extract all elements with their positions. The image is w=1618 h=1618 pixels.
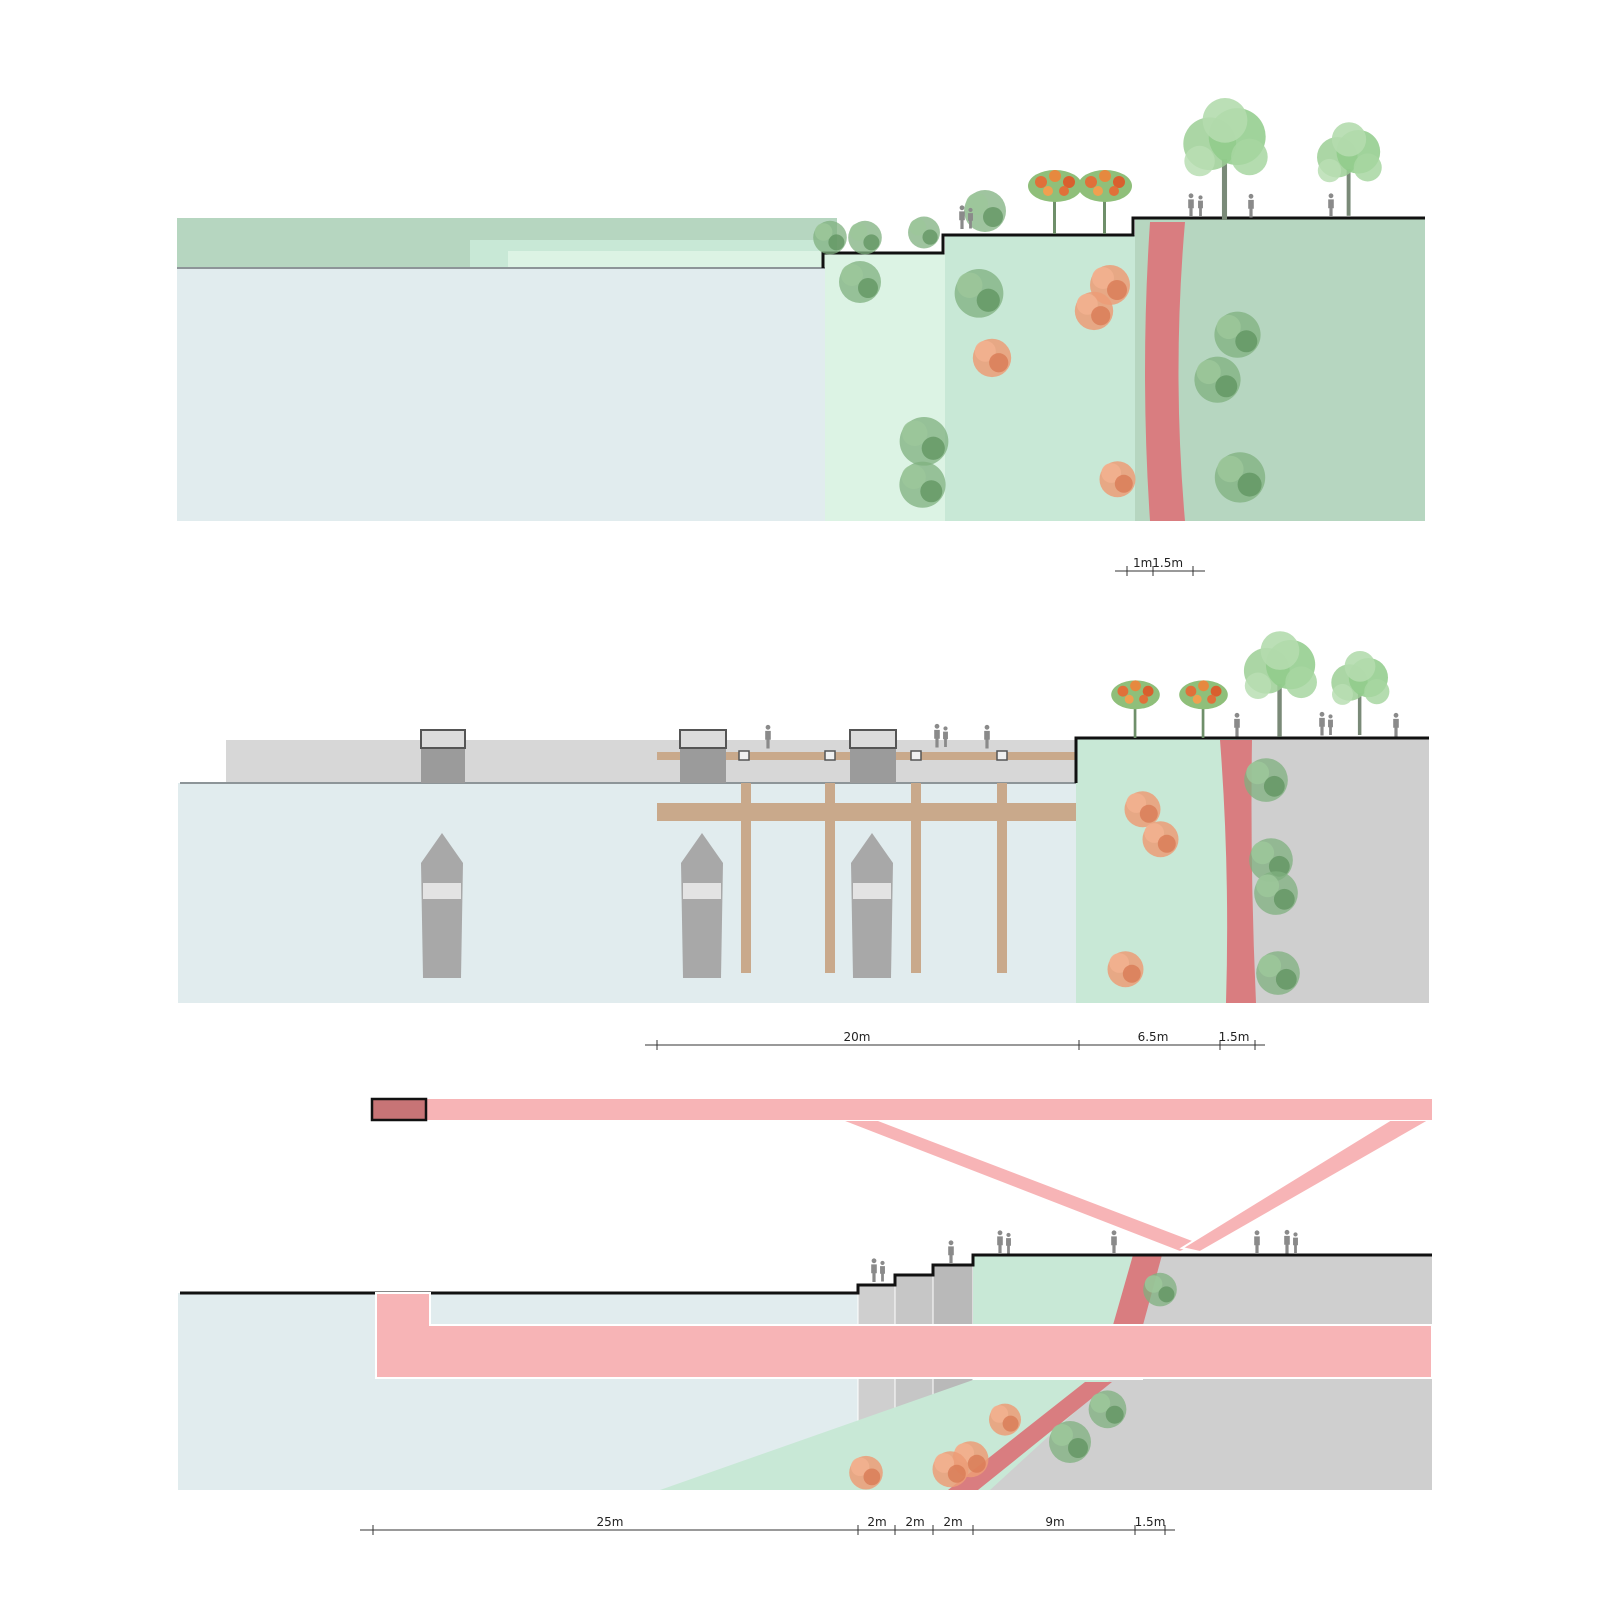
person-icon xyxy=(1248,193,1254,218)
dimension-label: 2m xyxy=(943,1515,962,1529)
dimension-label: 1.5m xyxy=(1219,1030,1250,1044)
section-1: 1m1.5m xyxy=(177,98,1425,576)
red-path xyxy=(1220,740,1256,1003)
green-bank-upper xyxy=(1135,218,1425,521)
dimension-label: 25m xyxy=(597,1515,624,1529)
shrub-icon xyxy=(1143,1272,1177,1307)
shrub-icon xyxy=(1088,1390,1127,1429)
shrub-icon xyxy=(848,220,882,255)
person-icon xyxy=(1006,1232,1011,1254)
dimension-line xyxy=(645,1040,1265,1050)
ground-profile xyxy=(821,216,1425,268)
person-icon xyxy=(1293,1232,1298,1253)
shrub-icon xyxy=(839,261,881,303)
tree-icon xyxy=(1317,122,1382,216)
dimension-label: 20m xyxy=(844,1030,871,1044)
bridge-brace xyxy=(1179,1119,1434,1254)
tree-icon xyxy=(1243,631,1317,737)
shrub-icon xyxy=(1214,452,1266,503)
ground-profile xyxy=(1074,736,1429,783)
shrub-icon xyxy=(1244,758,1288,802)
shrub-icon xyxy=(1049,1421,1091,1463)
shrub-icon xyxy=(813,220,847,255)
shrub-icon xyxy=(1074,291,1114,331)
boat-icon xyxy=(421,833,463,978)
bridge-brace xyxy=(839,1119,1203,1254)
flower-tree-icon xyxy=(1179,680,1228,738)
red-path xyxy=(1145,222,1185,521)
shrub-icon xyxy=(1142,821,1179,858)
green-bank xyxy=(973,1255,1143,1325)
flower-tree-icon xyxy=(1078,170,1132,234)
shrub-icon xyxy=(1107,951,1144,988)
dimension-label: 1m1.5m xyxy=(1133,556,1183,570)
kiosk xyxy=(420,729,897,783)
shrub-icon xyxy=(1099,461,1136,498)
person-icon xyxy=(871,1258,877,1282)
person-icon xyxy=(948,1240,954,1264)
shrub-icon xyxy=(849,1455,883,1490)
person-icon xyxy=(1198,195,1203,216)
shrub-icon xyxy=(1256,951,1300,995)
dimension-line xyxy=(360,1525,1175,1535)
water-reflection-light xyxy=(508,251,837,268)
dimension-label: 6.5m xyxy=(1138,1030,1169,1044)
flower-tree-icon xyxy=(1111,680,1160,738)
boat-icon xyxy=(681,833,723,978)
dimension-label: 2m xyxy=(867,1515,886,1529)
water-body xyxy=(177,268,837,521)
shrub-icon xyxy=(1214,311,1261,358)
dimension-label: 1.5m xyxy=(1135,1515,1166,1529)
dimension-line xyxy=(1115,566,1205,576)
green-bank xyxy=(1076,738,1236,1003)
person-icon xyxy=(1328,193,1334,217)
bridge-end-block xyxy=(370,1097,428,1122)
person-icon xyxy=(1284,1229,1290,1254)
section-2: 20m 6.5m 1.5m xyxy=(178,631,1429,1050)
quay-wall xyxy=(226,740,1076,783)
person-icon xyxy=(1111,1230,1117,1254)
shrub-icon xyxy=(1124,791,1161,828)
dimension-label: 2m xyxy=(905,1515,924,1529)
shrub-icon xyxy=(954,268,1004,318)
red-path xyxy=(948,1382,1112,1490)
shrub-icon xyxy=(899,461,946,508)
section-3: 25m 2m 2m 2m 9m 1.5m xyxy=(178,1097,1434,1535)
person-icon xyxy=(1328,714,1333,735)
person-icon xyxy=(1393,712,1399,737)
person-icon xyxy=(997,1230,1003,1254)
shrub-icon xyxy=(899,416,949,466)
shrub-icon xyxy=(932,1451,969,1488)
bridge-top-deck xyxy=(372,1099,1432,1120)
flower-tree-icon xyxy=(1028,170,1082,234)
person-icon xyxy=(1234,712,1240,737)
pier-lamp xyxy=(738,750,1008,761)
person-icon xyxy=(1254,1230,1260,1254)
dimension-label: 9m xyxy=(1045,1515,1064,1529)
bridge-bottom-deck xyxy=(375,1292,1433,1379)
shrub-icon xyxy=(1254,871,1298,915)
person-icon xyxy=(1319,711,1325,736)
person-icon xyxy=(959,205,965,229)
red-path xyxy=(1113,1255,1162,1325)
tree-icon xyxy=(1331,651,1390,735)
shrub-icon xyxy=(972,338,1012,378)
ground-profile xyxy=(180,1253,1432,1295)
shrub-icon xyxy=(1194,356,1241,403)
shrub-icon xyxy=(908,216,940,249)
tree-icon xyxy=(1183,98,1268,220)
boat-icon xyxy=(851,833,893,978)
shrub-icon xyxy=(989,1403,1021,1436)
person-icon xyxy=(1188,193,1194,217)
person-icon xyxy=(880,1260,885,1282)
